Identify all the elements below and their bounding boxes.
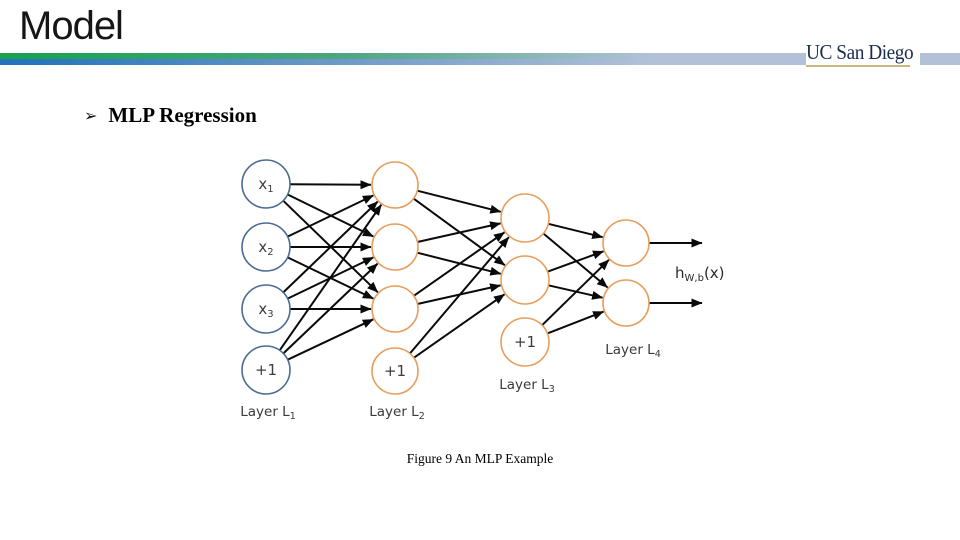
layer-label: Layer L1 bbox=[240, 404, 296, 422]
figure-caption: Figure 9 An MLP Example bbox=[406, 451, 554, 466]
node-label: +1 bbox=[384, 362, 406, 380]
network-edge bbox=[287, 194, 374, 238]
layer-label: Layer L3 bbox=[499, 377, 555, 395]
node-label: +1 bbox=[514, 333, 536, 351]
network-node bbox=[371, 161, 419, 209]
network-node bbox=[371, 223, 419, 271]
page-title: Model bbox=[19, 4, 124, 48]
network-node bbox=[241, 345, 291, 395]
network-edge bbox=[413, 293, 506, 359]
bullet-arrow-icon: ➢ bbox=[84, 106, 98, 125]
ucsd-logo: UC San Diego bbox=[806, 40, 920, 70]
bullet-text: MLP Regression bbox=[108, 103, 257, 127]
bullet-item: ➢ MLP Regression bbox=[84, 103, 257, 128]
network-edge bbox=[409, 236, 510, 355]
divider-blue-stripe bbox=[0, 59, 960, 65]
network-edge bbox=[413, 231, 506, 297]
network-node bbox=[241, 159, 291, 209]
title-divider-bar bbox=[0, 53, 960, 65]
network-edge bbox=[278, 204, 383, 351]
network-node bbox=[371, 347, 419, 395]
network-node bbox=[241, 222, 291, 272]
network-node bbox=[500, 193, 550, 243]
network-edge bbox=[282, 200, 379, 294]
network-edge bbox=[417, 189, 502, 214]
network-node bbox=[500, 255, 550, 305]
network-edge bbox=[282, 262, 379, 355]
network-edge bbox=[287, 318, 374, 361]
output-function-label: hW,b(x) bbox=[675, 264, 725, 284]
network-edge bbox=[541, 259, 610, 326]
network-edge bbox=[548, 222, 604, 240]
ucsd-logo-underline bbox=[806, 65, 910, 67]
network-node bbox=[500, 317, 550, 367]
divider-green-stripe bbox=[0, 53, 960, 59]
network-node bbox=[241, 284, 291, 334]
network-node bbox=[602, 219, 650, 267]
network-node bbox=[371, 285, 419, 333]
layer-label: Layer L2 bbox=[369, 404, 425, 422]
network-edge bbox=[417, 221, 502, 243]
network-edge bbox=[547, 310, 605, 335]
network-edge bbox=[289, 180, 372, 190]
network-node bbox=[602, 279, 650, 327]
layer-label: Layer L4 bbox=[605, 342, 661, 360]
network-edge bbox=[547, 250, 604, 273]
node-label: +1 bbox=[255, 361, 277, 379]
ucsd-logo-text: UC San Diego bbox=[806, 40, 914, 64]
